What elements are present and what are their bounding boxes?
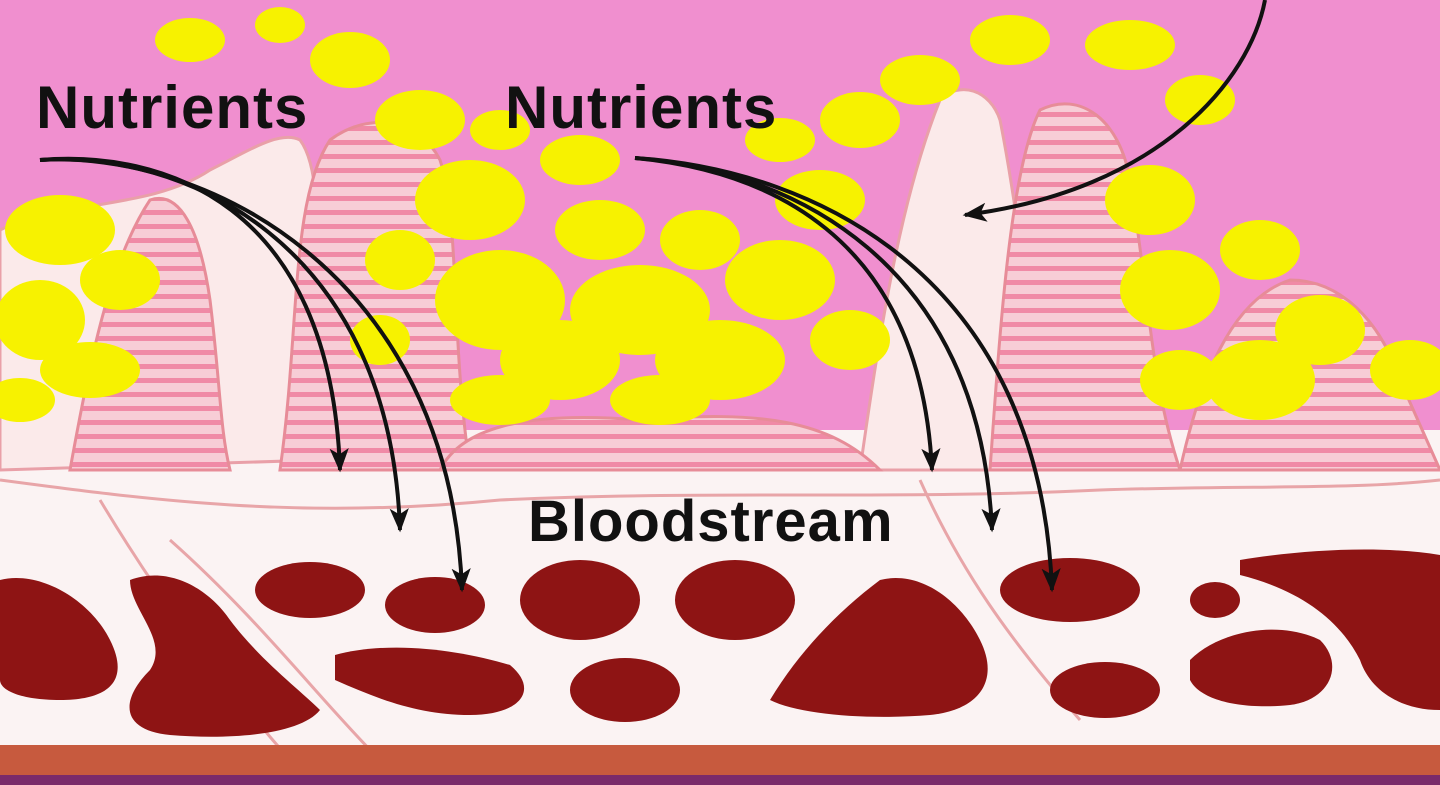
absorption-arrows-right — [634, 156, 1061, 593]
absorption-arrows-left — [39, 156, 471, 593]
arrow-left-3 — [39, 157, 471, 593]
nutrient-particles — [0, 7, 1440, 425]
blood-cells — [0, 549, 1440, 737]
bloodstream-label: Bloodstream — [528, 489, 894, 554]
nutrients-label-right: Nutrients — [505, 74, 778, 141]
nutrients-label-left: Nutrients — [36, 74, 309, 141]
arrow-right-3 — [634, 156, 1061, 593]
arrow-villus-pointer — [962, 0, 1267, 222]
